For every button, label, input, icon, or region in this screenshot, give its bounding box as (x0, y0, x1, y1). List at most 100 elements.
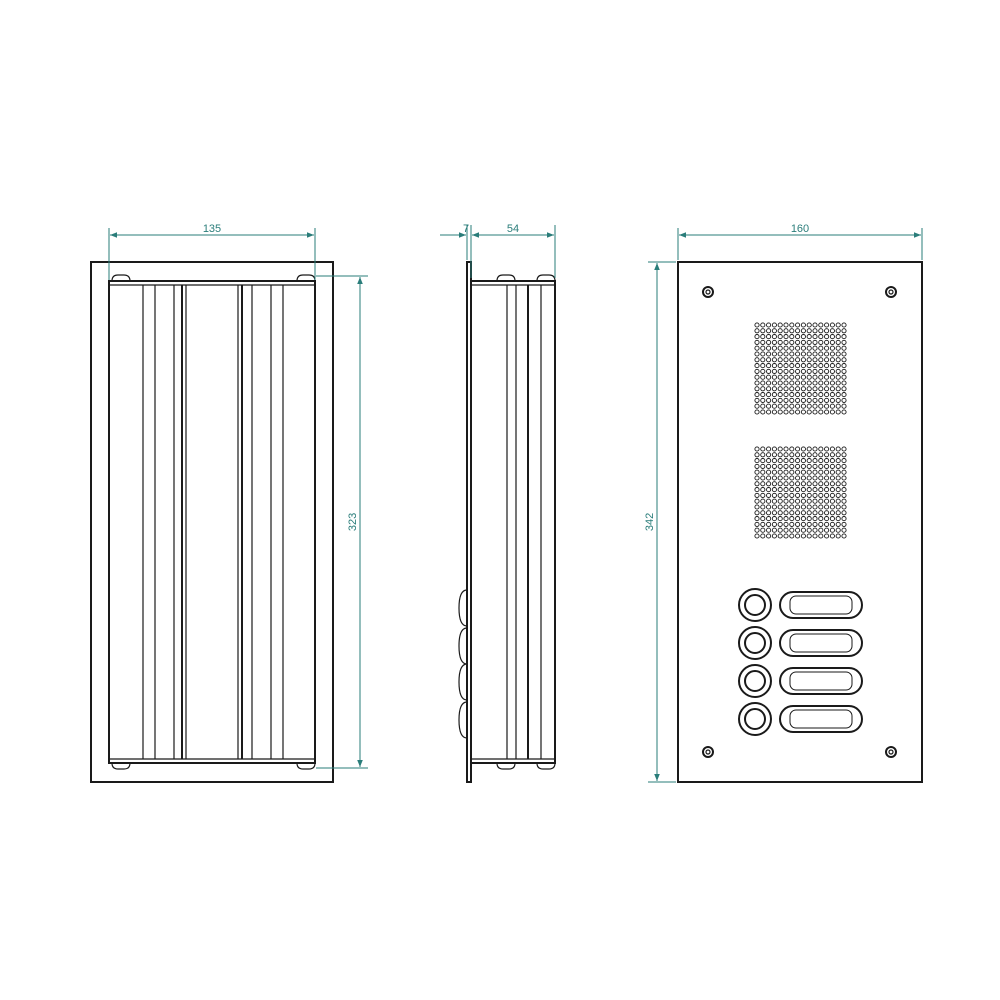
grille-hole (783, 458, 789, 464)
grille-hole (795, 374, 801, 380)
screw-icon (702, 286, 714, 298)
grille-hole (800, 446, 806, 452)
grille-hole (754, 368, 760, 374)
call-button[interactable] (738, 702, 772, 736)
grille-hole (841, 446, 847, 452)
grille-hole (800, 368, 806, 374)
grille-hole (800, 452, 806, 458)
grille-hole (812, 475, 818, 481)
grille-hole (754, 498, 760, 504)
name-plate (779, 629, 863, 657)
grille-hole (812, 386, 818, 392)
grille-hole (783, 368, 789, 374)
grille-hole (777, 345, 783, 351)
grille-hole (806, 504, 812, 510)
grille-hole (818, 458, 824, 464)
grille-hole (812, 504, 818, 510)
grille-hole (841, 357, 847, 363)
grille-hole (818, 492, 824, 498)
grille-hole (824, 487, 830, 493)
grille-hole (841, 322, 847, 328)
grille-hole (783, 351, 789, 357)
grille-hole (754, 533, 760, 539)
grille-hole (777, 504, 783, 510)
grille-hole (812, 463, 818, 469)
grille-hole (789, 328, 795, 334)
grille-hole (783, 527, 789, 533)
grille-hole (818, 481, 824, 487)
grille-hole (777, 516, 783, 522)
grille-hole (835, 403, 841, 409)
grille-hole (783, 403, 789, 409)
grille-hole (754, 392, 760, 398)
grille-hole (818, 363, 824, 369)
grille-hole (835, 446, 841, 452)
grille-hole (818, 452, 824, 458)
grille-hole (771, 392, 777, 398)
grille-hole (754, 487, 760, 493)
grille-hole (835, 504, 841, 510)
grille-hole (777, 363, 783, 369)
grille-hole (806, 328, 812, 334)
grille-hole (795, 368, 801, 374)
grille-hole (760, 463, 766, 469)
grille-hole (777, 458, 783, 464)
dim-side: 7 54 (440, 223, 556, 278)
grille-hole (766, 363, 772, 369)
grille-hole (841, 409, 847, 415)
grille-hole (824, 469, 830, 475)
grille-hole (812, 458, 818, 464)
grille-hole (829, 510, 835, 516)
screw-icon (885, 746, 897, 758)
grille-hole (783, 533, 789, 539)
grille-hole (829, 339, 835, 345)
grille-hole (795, 409, 801, 415)
grille-hole (841, 339, 847, 345)
grille-hole (795, 351, 801, 357)
grille-hole (835, 339, 841, 345)
grille-hole (829, 322, 835, 328)
grille-hole (760, 345, 766, 351)
dim-back-width: 135 (108, 223, 316, 280)
dim-back-height: 323 (316, 275, 368, 769)
grille-hole (760, 481, 766, 487)
grille-hole (777, 368, 783, 374)
grille-hole (800, 498, 806, 504)
grille-hole (760, 363, 766, 369)
grille-hole (795, 481, 801, 487)
call-button[interactable] (738, 588, 772, 622)
call-button[interactable] (738, 664, 772, 698)
grille-hole (812, 516, 818, 522)
grille-hole (818, 527, 824, 533)
grille-hole (777, 469, 783, 475)
grille-hole (789, 481, 795, 487)
call-button[interactable] (738, 626, 772, 660)
grille-hole (754, 521, 760, 527)
grille-hole (789, 345, 795, 351)
grille-hole (783, 469, 789, 475)
grille-hole (766, 339, 772, 345)
grille-hole (806, 510, 812, 516)
grille-hole (783, 397, 789, 403)
grille-hole (783, 521, 789, 527)
grille-hole (818, 368, 824, 374)
grille-hole (766, 452, 772, 458)
grille-hole (777, 397, 783, 403)
grille-hole (766, 481, 772, 487)
name-plate (779, 705, 863, 733)
grille-hole (829, 492, 835, 498)
grille-hole (818, 328, 824, 334)
grille-hole (806, 487, 812, 493)
grille-hole (771, 380, 777, 386)
grille-hole (829, 463, 835, 469)
grille-hole (795, 527, 801, 533)
grille-hole (824, 504, 830, 510)
grille-hole (789, 492, 795, 498)
grille-hole (795, 392, 801, 398)
grille-hole (795, 475, 801, 481)
grille-hole (783, 339, 789, 345)
grille-hole (818, 516, 824, 522)
grille-hole (795, 458, 801, 464)
grille-hole (783, 492, 789, 498)
grille-hole (818, 521, 824, 527)
